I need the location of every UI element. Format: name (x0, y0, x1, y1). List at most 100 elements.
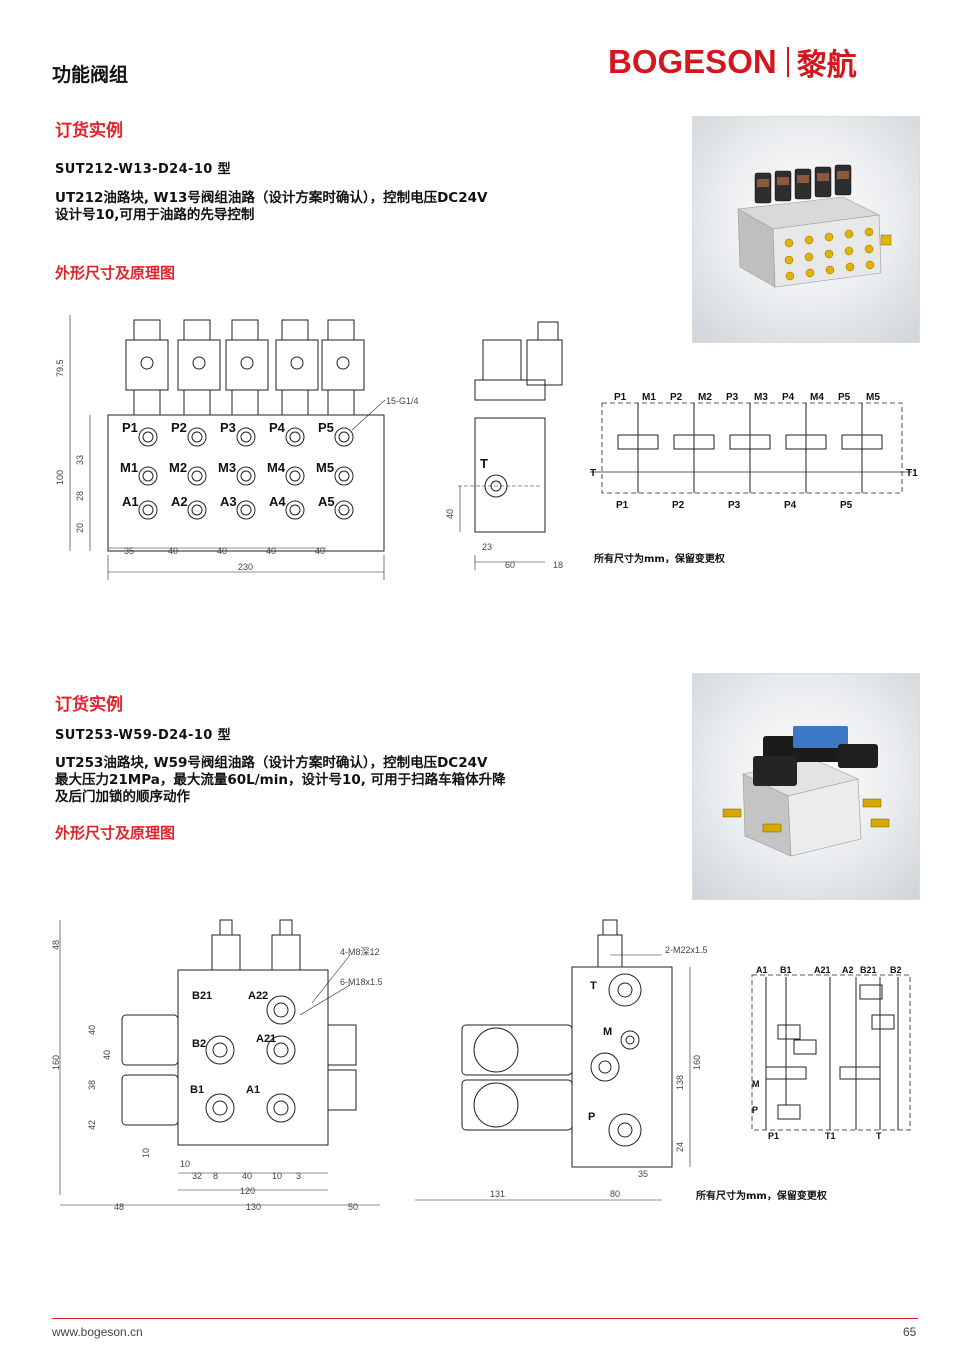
port-label: B2 (192, 1038, 206, 1050)
page-number: 65 (903, 1325, 917, 1339)
dim-label: 35 (638, 1169, 648, 1179)
schematic-components (765, 977, 899, 1130)
section2-heading: 订货实例 (55, 695, 123, 715)
side-port-label: T (480, 456, 488, 471)
section2-desc-line3: 及后门加锁的顺序动作 (55, 789, 190, 805)
dim-label: 138 (675, 1075, 685, 1090)
schematic-label: M (752, 1079, 760, 1089)
brand-logo: BOGESON 黎航 (608, 40, 857, 84)
section1-subheading: 外形尺寸及原理图 (55, 264, 176, 282)
schematic-label: P1 (616, 500, 629, 511)
dim-label: 8 (213, 1171, 218, 1181)
port-label: P2 (171, 420, 187, 435)
dim-label: 48 (51, 940, 61, 950)
dim-label: 40 (315, 546, 325, 556)
dim-label: 10 (272, 1171, 282, 1181)
section2-product-photo (692, 673, 920, 900)
section1-note: 所有尺寸为mm，保留变更权 (594, 554, 725, 565)
dim-label: 23 (482, 542, 492, 552)
port-label: A22 (248, 990, 268, 1002)
dim-label: 130 (246, 1202, 261, 1212)
port-label: A1 (122, 494, 139, 509)
port-label: A4 (269, 494, 286, 509)
section2-desc-line1: UT253油路块, W59号阀组油路（设计方案时确认），控制电压DC24V (55, 755, 488, 771)
dim-label: 60 (505, 560, 515, 570)
section1-heading: 订货实例 (55, 121, 123, 141)
dim-label: 10 (141, 1148, 151, 1158)
callout: 6-M18x1.5 (340, 977, 383, 987)
brand-name-cn: 黎航 (796, 48, 857, 83)
schematic-label: T (590, 468, 596, 479)
section2-dimension-drawing: B21 A22 B2 A21 B1 A1 T M P 4-M8深12 6-M18… (51, 919, 911, 1212)
front-view-coils (125, 319, 365, 416)
port-label: A1 (246, 1084, 260, 1096)
port-label: M5 (316, 460, 334, 475)
schematic-label: T1 (825, 1131, 836, 1141)
port-label: P4 (269, 420, 286, 435)
dim-label: 40 (445, 509, 455, 519)
dim-label: 40 (168, 546, 178, 556)
side-port-label: T (590, 980, 597, 992)
schematic-label: P3 (728, 500, 741, 511)
footer-url: www.bogeson.cn (52, 1325, 143, 1339)
front-view-ports (205, 995, 296, 1123)
schematic-label: P4 (784, 500, 797, 511)
dim-label: 40 (217, 546, 227, 556)
side-view-block (571, 966, 673, 1168)
dim-label: 50 (348, 1202, 358, 1212)
schematic-label: A21 (814, 965, 831, 975)
front-view-ports (138, 427, 354, 520)
port-label: M3 (218, 460, 236, 475)
schematic-label: P2 (672, 500, 685, 511)
section1-desc-line2: 设计号10,可用于油路的先导控制 (55, 207, 255, 223)
port-label: A5 (318, 494, 335, 509)
schematic-label: P3 (726, 392, 739, 403)
dim-label: 100 (55, 470, 65, 485)
port-label: M2 (169, 460, 187, 475)
dim-label: 18 (553, 560, 563, 570)
schematic-label: P2 (670, 392, 683, 403)
section1-desc-line1: UT212油路块, W13号阀组油路（设计方案时确认），控制电压DC24V (55, 190, 488, 206)
valve-block-image (737, 164, 892, 288)
schematic-label: M4 (810, 392, 824, 403)
schematic-label: P5 (838, 392, 851, 403)
schematic-label: T1 (906, 468, 918, 479)
page-title: 功能阀组 (52, 64, 129, 86)
dim-label: 35 (124, 546, 134, 556)
dim-label: 40 (102, 1050, 112, 1060)
port-label: P1 (122, 420, 138, 435)
brand-divider (786, 47, 789, 77)
dim-label: 40 (242, 1171, 252, 1181)
port-label: M4 (267, 460, 286, 475)
schematic-outline (751, 974, 911, 1131)
thread-callout: 15-G1/4 (386, 396, 419, 406)
schematic-label: M2 (698, 392, 712, 403)
callout: 4-M8深12 (340, 947, 380, 957)
section2-model: SUT253-W59-D24-10 型 (55, 728, 232, 743)
port-label: B1 (190, 1084, 204, 1096)
schematic-label: P4 (782, 392, 795, 403)
brand-name-en: BOGESON (608, 43, 777, 80)
port-label: P5 (318, 420, 334, 435)
schematic-label: M3 (754, 392, 768, 403)
dim-label: 28 (75, 491, 85, 501)
section1-dimension-drawing: P1 P2 P3 P4 P5 M1 M2 M3 M4 M5 A1 A2 A3 A… (55, 315, 918, 580)
schematic-label: B21 (860, 965, 877, 975)
dim-label: 32 (192, 1171, 202, 1181)
dim-label: 42 (87, 1120, 97, 1130)
schematic-label: P (752, 1105, 758, 1115)
section2-desc-line2: 最大压力21MPa，最大流量60L/min，设计号10, 可用于扫路车箱体升降 (55, 772, 506, 788)
dim-label: 10 (180, 1159, 190, 1169)
front-view-block (107, 414, 385, 552)
valve-block-image (722, 726, 890, 857)
dim-label: 79.5 (55, 359, 65, 377)
dim-label: 160 (51, 1055, 61, 1070)
section1-product-photo (692, 116, 920, 343)
dim-label: 40 (87, 1025, 97, 1035)
section2-subheading: 外形尺寸及原理图 (55, 824, 176, 842)
dim-label: 120 (240, 1186, 255, 1196)
schematic-label: B2 (890, 965, 902, 975)
dim-total: 230 (238, 562, 253, 572)
schematic-label: B1 (780, 965, 792, 975)
dim-label: 38 (87, 1080, 97, 1090)
